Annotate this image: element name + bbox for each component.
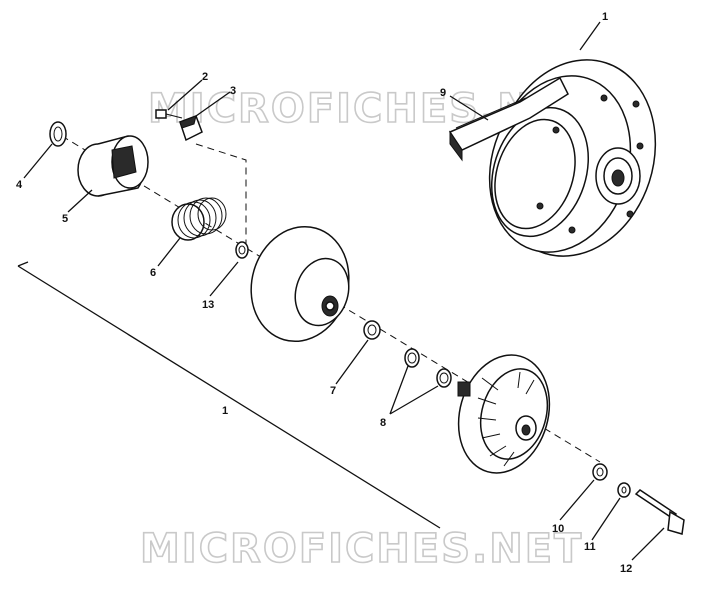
driven-sheave	[488, 59, 657, 257]
callout-10: 10	[552, 523, 564, 535]
callout-5: 5	[62, 213, 68, 225]
callout-13: 13	[202, 299, 214, 311]
snap-ring	[49, 121, 67, 147]
leader-3	[195, 91, 231, 117]
leader-12	[631, 527, 665, 561]
leader-6	[157, 237, 181, 267]
callout-7: 7	[330, 385, 336, 397]
leader-11	[591, 497, 621, 541]
callout-9: 9	[440, 87, 446, 99]
lock-washer-11	[617, 482, 631, 498]
movable-sheave	[250, 225, 350, 343]
washer-13	[235, 241, 249, 259]
drive-belt	[448, 76, 569, 162]
leader-7	[335, 339, 369, 385]
pin-axis	[195, 143, 247, 248]
callout-12: 12	[620, 563, 632, 575]
callout-1-bottom: 1	[222, 405, 228, 417]
spring	[171, 197, 227, 241]
assembly-bracket-line	[17, 265, 441, 529]
callout-4: 4	[16, 179, 23, 191]
assembly-bracket-tick	[17, 261, 29, 267]
bolt-small	[155, 109, 183, 119]
leader-2	[167, 79, 203, 111]
leader-13	[209, 261, 239, 297]
callout-2: 2	[202, 71, 208, 83]
callout-6: 6	[150, 267, 156, 279]
callout-3: 3	[230, 85, 236, 97]
roller-button	[179, 115, 203, 142]
callout-1-top: 1	[602, 11, 608, 23]
watermark-bottom: MICROFICHES.NET	[140, 526, 583, 572]
fixed-sheave	[457, 354, 551, 474]
leader-4	[23, 143, 53, 179]
washers-8	[404, 348, 452, 388]
cam	[77, 135, 149, 197]
bolt-12	[634, 489, 685, 535]
callout-8: 8	[380, 417, 386, 429]
leader-5	[67, 189, 93, 213]
leader-10	[559, 479, 595, 521]
leader-8	[389, 365, 439, 415]
washer-10	[592, 463, 608, 481]
callout-11: 11	[584, 541, 596, 553]
spacer-7	[363, 320, 381, 340]
leader-9	[449, 95, 489, 121]
leader-1-top	[579, 21, 601, 51]
